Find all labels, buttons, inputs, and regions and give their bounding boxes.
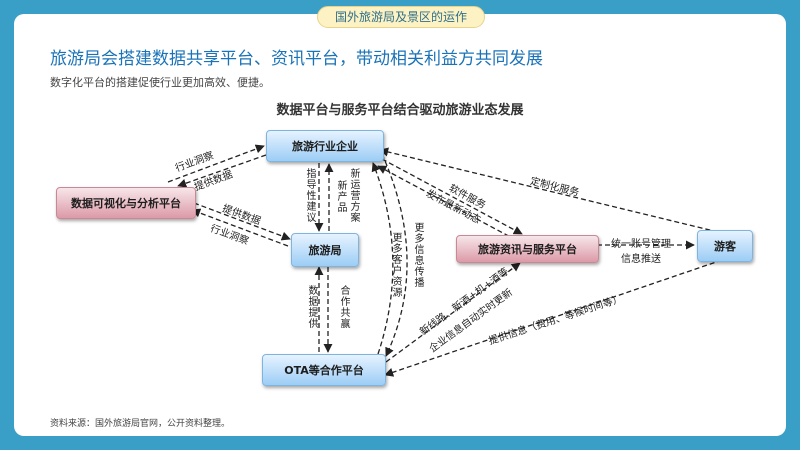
edge-ota-enterprise-curve-b [371,162,394,355]
label-info-push: 信息推送 [621,254,661,265]
node-tourist: 游客 [697,230,753,262]
node-enterprise: 旅游行业企业 [266,130,384,162]
label-unified-account: 统一账号管理 [611,239,671,250]
edge-tourist-to-ota [384,259,723,377]
label-new-products: 新产品 [335,180,346,213]
label-guidance: 指导性建议 [304,168,315,223]
source-note: 资料来源：国外旅游局官网，公开资料整理。 [50,419,231,429]
edge-ota-to-info [385,262,521,363]
section-tag: 国外旅游局及景区的运作 [317,6,485,28]
label-more-customers: 更多客户资源 [390,232,401,298]
edge-info-to-enterprise [377,165,517,241]
node-bureau: 旅游局 [291,233,359,267]
edge-enterprise-to-info [381,158,523,235]
edge-tourist-enterprise [379,147,719,233]
edge-bureau-to-data [191,208,289,247]
edge-data-to-bureau [193,202,291,241]
node-data-platform: 数据可视化与分析平台 [56,187,196,219]
label-more-info: 更多信息传播 [412,222,423,288]
label-data-supply: 数据提供 [306,285,317,329]
page-subline: 数字化平台的搭建促使行业更加高效、便捷。 [50,76,270,89]
label-new-ops: 新运营方案 [348,168,359,223]
page-headline: 旅游局会搭建数据共享平台、资讯平台，带动相关利益方共同发展 [50,49,543,69]
content-card [14,14,786,436]
node-ota: OTA等合作平台 [262,354,386,386]
diagram-title: 数据平台与服务平台结合驱动旅游业态发展 [276,103,524,118]
node-info-platform: 旅游资讯与服务平台 [456,235,599,263]
edge-data-to-enterprise [167,144,265,183]
label-win-win: 合作共赢 [338,285,349,329]
edge-enterprise-ota-curve-a [381,153,408,357]
